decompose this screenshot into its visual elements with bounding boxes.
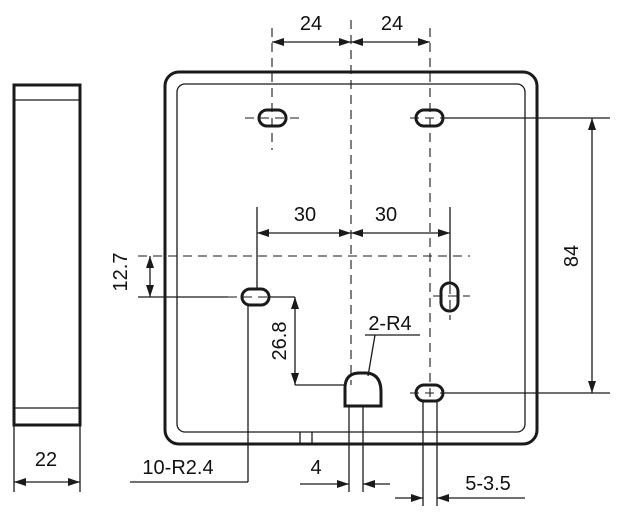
label-top-right-24: 24 (381, 13, 403, 35)
center-lines (138, 20, 470, 400)
label-22: 22 (35, 449, 57, 471)
label-2-r4: 2-R4 (368, 313, 411, 335)
dim-mid-30 (256, 207, 451, 290)
side-view (12, 83, 82, 492)
dim-5-3-5 (395, 401, 525, 506)
label-12-7: 12.7 (110, 253, 132, 292)
label-10-r2-4: 10-R2.4 (142, 457, 213, 479)
label-26-8: 26.8 (269, 322, 291, 361)
label-mid-left-30: 30 (294, 204, 316, 226)
dim-84 (445, 117, 610, 394)
dim-4 (300, 406, 390, 492)
label-top-left-24: 24 (300, 13, 322, 35)
label-4: 4 (310, 457, 321, 479)
dim-26-8 (270, 296, 345, 386)
mounting-slots (240, 108, 460, 408)
leader-10-r2-4 (130, 305, 249, 483)
label-5-3-5: 5-3.5 (465, 473, 511, 495)
label-mid-right-30: 30 (375, 204, 397, 226)
dim-top-24 (272, 38, 430, 46)
leader-2-r4 (365, 334, 420, 377)
dim-12-7 (138, 256, 228, 298)
label-84: 84 (561, 245, 583, 267)
